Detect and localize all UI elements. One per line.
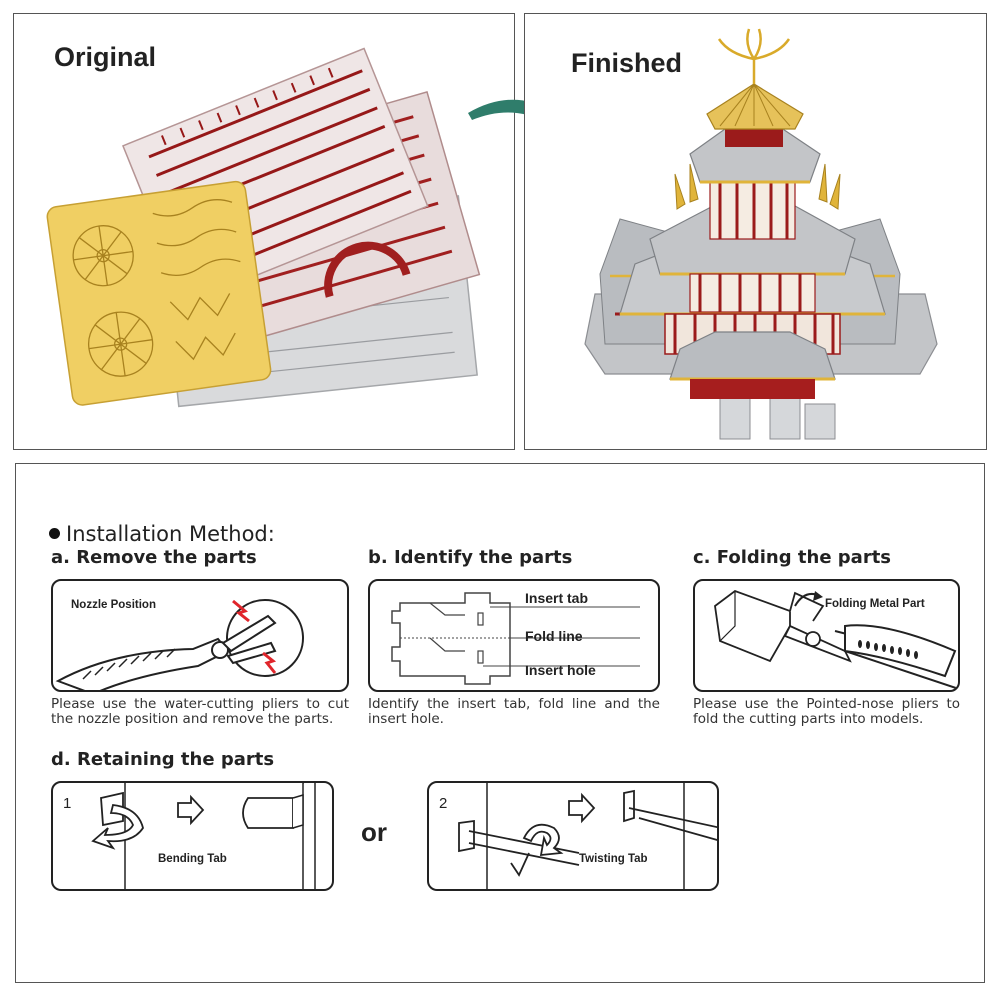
step-d-title: d. Retaining the parts xyxy=(51,749,275,770)
original-panel: Original xyxy=(13,13,515,450)
installation-panel: Installation Method: a. Remove the parts… xyxy=(15,463,985,983)
bullet-icon xyxy=(49,527,60,539)
installation-heading-text: Installation Method: xyxy=(66,522,275,546)
bending-tab-diagram-icon xyxy=(91,783,316,889)
step-c-illustration: Folding Metal Part xyxy=(693,579,960,692)
bending-tab-label: Bending Tab xyxy=(158,853,227,865)
step-b-title: b. Identify the parts xyxy=(368,547,573,568)
water-cutting-pliers-icon xyxy=(55,599,304,690)
option-number-2: 2 xyxy=(439,795,448,812)
finished-title: Finished xyxy=(571,48,683,78)
installation-heading: Installation Method: xyxy=(49,522,275,546)
bending-tab-illustration: 1 Bending Tab xyxy=(51,781,334,891)
twisting-tab-label: Twisting Tab xyxy=(579,853,648,865)
step-a-description: Please use the water-cutting pliers to c… xyxy=(51,696,349,727)
step-a-illustration: Nozzle Position xyxy=(51,579,349,692)
nozzle-position-label: Nozzle Position xyxy=(71,599,156,611)
twisting-tab-diagram-icon xyxy=(458,783,717,889)
metal-sheets-image xyxy=(46,47,481,408)
step-a-title: a. Remove the parts xyxy=(51,547,257,568)
finished-panel: Finished xyxy=(524,13,987,450)
part-diagram-icon xyxy=(391,592,640,685)
insert-hole-label: Insert hole xyxy=(525,662,596,678)
step-b-description: Identify the insert tab, fold line and t… xyxy=(368,696,660,727)
step-c-title: c. Folding the parts xyxy=(693,547,892,568)
step-b-illustration: Insert tab Fold line Insert hole xyxy=(368,579,660,692)
pointed-nose-pliers-icon xyxy=(714,589,958,690)
fold-line-label: Fold line xyxy=(525,628,583,644)
temple-model-image xyxy=(584,28,938,440)
twisting-tab-illustration: 2 Twisting Tab xyxy=(427,781,719,891)
insert-tab-label: Insert tab xyxy=(525,590,589,606)
original-title: Original xyxy=(54,42,157,72)
step-c-description: Please use the Pointed-nose pliers to fo… xyxy=(693,696,960,727)
option-number-1: 1 xyxy=(63,795,72,812)
or-separator: or xyxy=(361,817,387,847)
folding-metal-part-label: Folding Metal Part xyxy=(825,598,925,610)
